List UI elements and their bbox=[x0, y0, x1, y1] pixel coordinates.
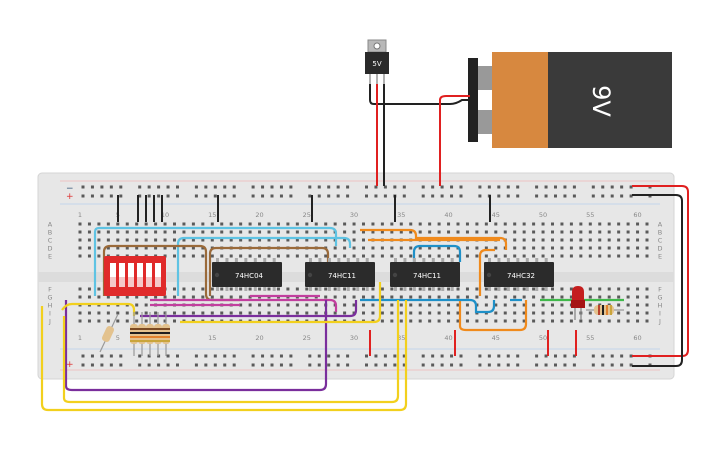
ic-chip[interactable]: 74HC11 bbox=[390, 258, 460, 291]
row-letter: C bbox=[658, 237, 663, 245]
chip-label: 74HC11 bbox=[413, 272, 441, 280]
row-letter: H bbox=[658, 302, 663, 310]
row-letter: G bbox=[657, 294, 662, 302]
battery-label: 9V bbox=[587, 85, 615, 117]
row-letter: H bbox=[48, 302, 53, 310]
column-number: 1 bbox=[78, 334, 82, 342]
column-number: 1 bbox=[78, 211, 82, 219]
column-number: 50 bbox=[539, 211, 547, 219]
row-letter: J bbox=[658, 318, 661, 326]
chip-label: 74HC04 bbox=[235, 272, 264, 280]
column-number: 45 bbox=[492, 334, 500, 342]
ic-chip[interactable]: 74HC04 bbox=[212, 258, 282, 291]
pulldown-resistors bbox=[99, 312, 170, 356]
ic-chip[interactable]: 74HC32 bbox=[484, 258, 554, 291]
column-number: 20 bbox=[255, 211, 263, 219]
column-number: 50 bbox=[539, 334, 547, 342]
row-letter: A bbox=[48, 221, 53, 229]
column-number: 40 bbox=[444, 334, 452, 342]
row-letter: I bbox=[659, 310, 661, 318]
row-letter: J bbox=[48, 318, 51, 326]
column-number: 25 bbox=[303, 334, 311, 342]
column-number: 10 bbox=[161, 211, 169, 219]
column-number: 5 bbox=[116, 334, 120, 342]
row-letter: B bbox=[658, 229, 662, 237]
dip-key bbox=[137, 263, 143, 287]
dip-key bbox=[119, 263, 125, 287]
row-letter: C bbox=[48, 237, 53, 245]
regulator-label: 5V bbox=[372, 60, 381, 68]
row-letter: D bbox=[47, 245, 52, 253]
column-number: 55 bbox=[586, 334, 594, 342]
row-letter: F bbox=[658, 286, 662, 294]
column-number: 20 bbox=[255, 334, 263, 342]
power-wires bbox=[369, 84, 689, 367]
resistor[interactable] bbox=[138, 312, 146, 356]
chip-label: 74HC11 bbox=[328, 272, 356, 280]
row-letter: B bbox=[48, 229, 52, 237]
column-number: 35 bbox=[397, 211, 405, 219]
column-number: 60 bbox=[633, 211, 641, 219]
resistor[interactable] bbox=[154, 312, 162, 356]
column-number: 30 bbox=[350, 334, 358, 342]
resistor[interactable] bbox=[146, 312, 154, 356]
row-letter: F bbox=[48, 286, 52, 294]
column-number: 45 bbox=[492, 211, 500, 219]
column-number: 55 bbox=[586, 211, 594, 219]
column-number: 35 bbox=[397, 334, 405, 342]
dip-switch-keys bbox=[110, 263, 161, 287]
column-number: 25 bbox=[303, 211, 311, 219]
chip-label: 74HC32 bbox=[507, 272, 535, 280]
column-number: 30 bbox=[350, 211, 358, 219]
column-number: 40 bbox=[444, 211, 452, 219]
rail-plus-label: + bbox=[66, 192, 74, 202]
dip-key bbox=[146, 263, 152, 287]
column-number: 60 bbox=[633, 334, 641, 342]
battery-9v[interactable]: 9V bbox=[468, 52, 672, 148]
row-letter: I bbox=[49, 310, 51, 318]
row-letter: E bbox=[48, 253, 52, 261]
voltage-regulator[interactable]: 5V bbox=[365, 39, 389, 84]
row-letter: D bbox=[657, 245, 662, 253]
rail-plus-label-bottom: + bbox=[66, 360, 74, 370]
ic-chips: 74HC04 74HC11 74HC11 74HC32 bbox=[212, 258, 554, 291]
rail-jumpers bbox=[117, 195, 577, 356]
dip-key bbox=[110, 263, 116, 287]
breadboard-holes bbox=[78, 185, 652, 367]
signal-wires bbox=[40, 226, 624, 412]
dip-key bbox=[128, 263, 134, 287]
rail-minus-label: − bbox=[66, 184, 74, 194]
resistor[interactable] bbox=[162, 312, 170, 356]
dip-key bbox=[155, 263, 161, 287]
led-resistor[interactable] bbox=[586, 305, 624, 315]
row-letter: A bbox=[658, 221, 663, 229]
dip-switch[interactable] bbox=[104, 256, 166, 296]
row-letter: E bbox=[658, 253, 662, 261]
row-letter: G bbox=[47, 294, 52, 302]
resistor[interactable] bbox=[99, 313, 119, 353]
led-red[interactable] bbox=[571, 286, 585, 320]
column-number: 15 bbox=[208, 334, 216, 342]
column-number: 15 bbox=[208, 211, 216, 219]
ic-chip[interactable]: 74HC11 bbox=[305, 258, 375, 291]
resistor[interactable] bbox=[130, 312, 138, 356]
